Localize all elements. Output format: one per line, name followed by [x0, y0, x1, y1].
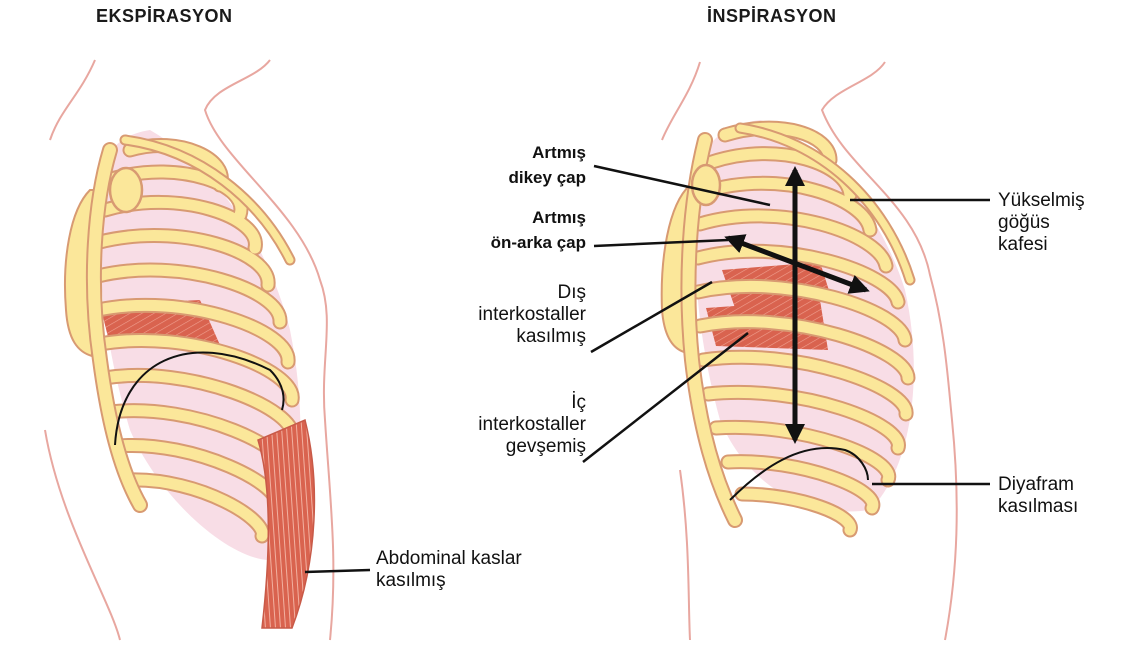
label-abdominal: Abdominal kaslar kasılmış — [376, 548, 522, 592]
label-raised-ribcage: Yükselmiş göğüs kafesi — [998, 190, 1085, 256]
ribcage-left — [65, 130, 314, 628]
label-increased-vertical: Artmış dikey çap — [450, 140, 586, 190]
label-internal-intercostals: İç interkostaller gevşemiş — [430, 392, 586, 458]
humeral-head-right — [692, 165, 720, 205]
humeral-head-left — [110, 168, 142, 212]
ribcage-right — [662, 120, 914, 530]
label-increased-ap: Artmış ön-arka çap — [430, 205, 586, 255]
label-diaphragm: Diyafram kasılması — [998, 474, 1078, 518]
label-external-intercostals: Dış interkostaller kasılmış — [430, 282, 586, 348]
